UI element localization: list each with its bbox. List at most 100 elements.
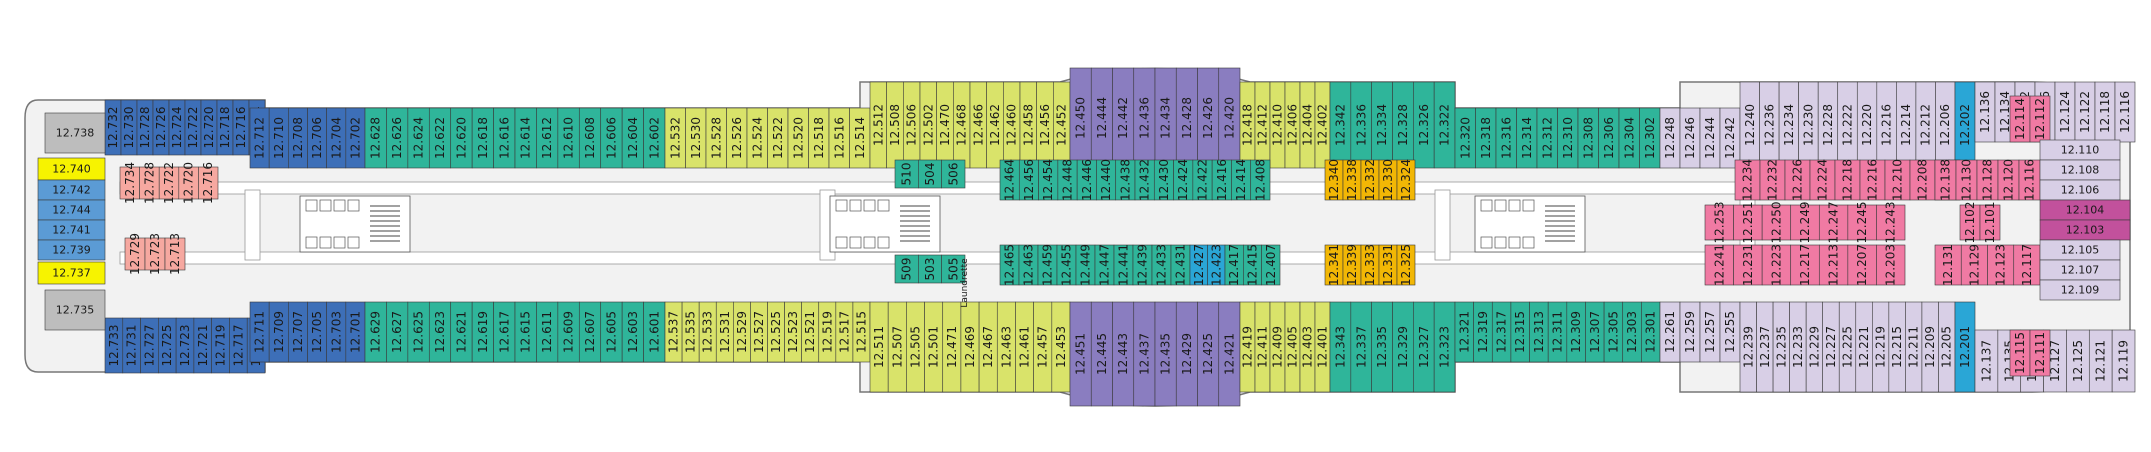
- cabin-12-227[interactable]: 12.227: [1822, 301, 1840, 393]
- cabin-12-221[interactable]: 12.221: [1855, 301, 1873, 393]
- cabin-12-338[interactable]: 12.338: [1342, 159, 1362, 201]
- cabin-12-461[interactable]: 12.461: [1015, 301, 1034, 393]
- cabin-12-711[interactable]: 12.711: [249, 301, 270, 363]
- cabin-12-107[interactable]: 12.107: [2039, 259, 2121, 281]
- cabin-12-416[interactable]: 12.416: [1211, 159, 1232, 201]
- cabin-12-535[interactable]: 12.535: [681, 301, 700, 363]
- cabin-12-412[interactable]: 12.412: [1254, 81, 1271, 169]
- cabin-12-446[interactable]: 12.446: [1076, 159, 1097, 201]
- cabin-12-421[interactable]: 12.421: [1218, 301, 1241, 407]
- cabin-12-339[interactable]: 12.339: [1342, 244, 1362, 286]
- cabin-12-315[interactable]: 12.315: [1510, 301, 1530, 363]
- cabin-12-705[interactable]: 12.705: [307, 301, 327, 363]
- cabin-12-469[interactable]: 12.469: [960, 301, 980, 393]
- cabin-12-116[interactable]: 12.116: [2018, 159, 2041, 201]
- cabin-12-330[interactable]: 12.330: [1378, 159, 1398, 201]
- cabin-12-449[interactable]: 12.449: [1075, 244, 1096, 286]
- cabin-12-740[interactable]: 12.740: [37, 157, 106, 181]
- cabin-12-522[interactable]: 12.522: [767, 107, 789, 169]
- cabin-12-617[interactable]: 12.617: [493, 301, 516, 363]
- cabin-12-628[interactable]: 12.628: [364, 107, 387, 169]
- cabin-12-236[interactable]: 12.236: [1759, 81, 1780, 169]
- cabin-12-501[interactable]: 12.501: [924, 301, 944, 393]
- cabin-12-441[interactable]: 12.441: [1113, 244, 1134, 286]
- cabin-12-224[interactable]: 12.224: [1809, 159, 1836, 201]
- cabin-12-241[interactable]: 12.241: [1704, 244, 1734, 286]
- cabin-12-247[interactable]: 12.247: [1818, 202, 1849, 244]
- cabin-12-341[interactable]: 12.341: [1324, 244, 1344, 286]
- cabin-12-303[interactable]: 12.303: [1622, 301, 1642, 363]
- cabin-12-719[interactable]: 12.719: [211, 317, 230, 374]
- cabin-12-259[interactable]: 12.259: [1679, 301, 1701, 363]
- cabin-12-725[interactable]: 12.725: [158, 317, 177, 374]
- cabin-12-102[interactable]: 12.102: [1959, 202, 1981, 244]
- cabin-12-606[interactable]: 12.606: [600, 107, 623, 169]
- cabin-12-118[interactable]: 12.118: [2094, 81, 2116, 143]
- cabin-12-209[interactable]: 12.209: [1921, 301, 1939, 393]
- cabin-12-251[interactable]: 12.251: [1733, 202, 1763, 244]
- cabin-12-458[interactable]: 12.458: [1019, 81, 1037, 169]
- cabin-12-732[interactable]: 12.732: [104, 99, 122, 156]
- cabin-12-207[interactable]: 12.207: [1847, 244, 1877, 286]
- cabin-12-728[interactable]: 12.728: [139, 162, 160, 204]
- cabin-12-729[interactable]: 12.729: [124, 233, 146, 275]
- cabin-12-301[interactable]: 12.301: [1641, 301, 1661, 363]
- cabin-12-721[interactable]: 12.721: [193, 317, 212, 374]
- cabin-12-212[interactable]: 12.212: [1915, 81, 1936, 169]
- cabin-12-313[interactable]: 12.313: [1529, 301, 1549, 363]
- cabin-12-311[interactable]: 12.311: [1547, 301, 1568, 363]
- cabin-12-425[interactable]: 12.425: [1197, 301, 1220, 407]
- cabin-12-530[interactable]: 12.530: [685, 107, 707, 169]
- cabin-12-727[interactable]: 12.727: [140, 317, 159, 374]
- cabin-12-415[interactable]: 12.415: [1243, 244, 1262, 286]
- cabin-12-128[interactable]: 12.128: [1976, 159, 1999, 201]
- cabin-12-426[interactable]: 12.426: [1197, 67, 1220, 169]
- cabin-12-455[interactable]: 12.455: [1056, 244, 1077, 286]
- cabin-12-612[interactable]: 12.612: [536, 107, 559, 169]
- cabin-12-722[interactable]: 12.722: [158, 162, 180, 204]
- cabin-12-434[interactable]: 12.434: [1154, 67, 1177, 169]
- cabin-12-427[interactable]: 12.427: [1189, 244, 1208, 286]
- cabin-12-528[interactable]: 12.528: [705, 107, 727, 169]
- cabin-12-467[interactable]: 12.467: [978, 301, 998, 393]
- cabin-12-404[interactable]: 12.404: [1299, 81, 1316, 169]
- cabin-12-411[interactable]: 12.411: [1254, 301, 1271, 393]
- cabin-12-465[interactable]: 12.465: [999, 244, 1020, 286]
- cabin-12-317[interactable]: 12.317: [1491, 301, 1512, 363]
- cabin-12-710[interactable]: 12.710: [268, 107, 289, 169]
- cabin-12-502[interactable]: 12.502: [919, 81, 937, 169]
- cabin-12-531[interactable]: 12.531: [715, 301, 734, 363]
- cabin-12-739[interactable]: 12.739: [37, 239, 106, 261]
- cabin-12-414[interactable]: 12.414: [1231, 159, 1252, 201]
- cabin-12-720[interactable]: 12.720: [178, 162, 199, 204]
- cabin-12-611[interactable]: 12.611: [536, 301, 559, 363]
- cabin-12-724[interactable]: 12.724: [168, 99, 186, 156]
- cabin-12-444[interactable]: 12.444: [1090, 67, 1113, 169]
- cabin-12-430[interactable]: 12.430: [1153, 159, 1174, 201]
- cabin-12-518[interactable]: 12.518: [808, 107, 830, 169]
- cabin-12-602[interactable]: 12.602: [643, 107, 666, 169]
- cabin-12-723[interactable]: 12.723: [175, 317, 195, 374]
- cabin-12-408[interactable]: 12.408: [1250, 159, 1271, 201]
- cabin-12-417[interactable]: 12.417: [1224, 244, 1244, 286]
- cabin-12-523[interactable]: 12.523: [784, 301, 802, 363]
- cabin-12-609[interactable]: 12.609: [557, 301, 580, 363]
- cabin-12-203[interactable]: 12.203: [1876, 244, 1906, 286]
- cabin-12-130[interactable]: 12.130: [1955, 159, 1978, 201]
- cabin-504[interactable]: 504: [918, 159, 942, 189]
- cabin-12-708[interactable]: 12.708: [288, 107, 308, 169]
- cabin-12-231[interactable]: 12.231: [1733, 244, 1763, 286]
- cabin-12-309[interactable]: 12.309: [1566, 301, 1586, 363]
- cabin-12-627[interactable]: 12.627: [386, 301, 409, 363]
- cabin-12-219[interactable]: 12.219: [1872, 301, 1890, 393]
- cabin-12-625[interactable]: 12.625: [407, 301, 430, 363]
- cabin-12-331[interactable]: 12.331: [1378, 244, 1398, 286]
- cabin-12-211[interactable]: 12.211: [1905, 301, 1923, 393]
- cabin-12-109[interactable]: 12.109: [2039, 279, 2121, 301]
- cabin-12-459[interactable]: 12.459: [1037, 244, 1058, 286]
- cabin-12-728[interactable]: 12.728: [136, 99, 154, 156]
- cabin-12-304[interactable]: 12.304: [1618, 107, 1640, 169]
- cabin-510[interactable]: 510: [894, 159, 919, 189]
- cabin-12-445[interactable]: 12.445: [1090, 301, 1113, 407]
- cabin-12-326[interactable]: 12.326: [1413, 81, 1435, 169]
